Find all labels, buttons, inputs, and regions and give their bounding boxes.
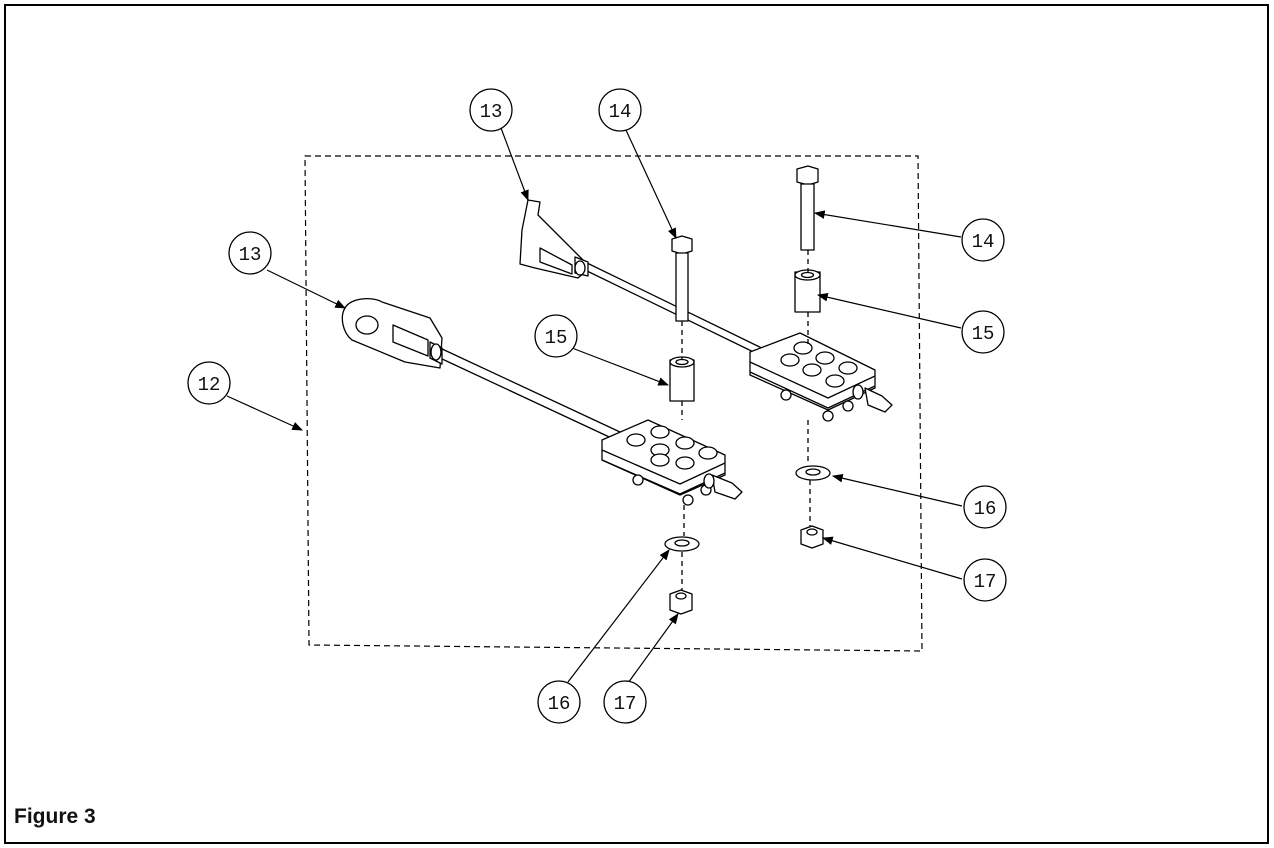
front-rod-assembly [342, 236, 742, 614]
svg-text:13: 13 [239, 244, 262, 266]
svg-text:17: 17 [614, 693, 637, 715]
front-eye-end [342, 299, 442, 368]
rear-clamp-block [750, 333, 892, 421]
svg-text:13: 13 [480, 101, 503, 123]
callout-17-bottom: 17 [604, 681, 646, 723]
callout-16-right: 16 [964, 486, 1006, 528]
callout-15-right: 15 [962, 311, 1004, 353]
front-spacer [670, 357, 694, 401]
figure-caption: Figure 3 [14, 805, 96, 829]
rear-clevis-end [520, 200, 588, 278]
front-washer [665, 537, 699, 551]
callout-13-left: 13 [229, 232, 271, 274]
callout-14-right: 14 [962, 219, 1004, 261]
front-rod [440, 348, 620, 442]
svg-text:16: 16 [974, 498, 997, 520]
rear-nut [801, 526, 823, 548]
rear-spacer [795, 270, 820, 312]
front-clamp-block [602, 420, 742, 505]
callout-15-left: 15 [535, 315, 577, 357]
svg-text:15: 15 [545, 327, 568, 349]
rear-bolt [797, 166, 818, 250]
svg-text:14: 14 [609, 101, 632, 123]
callout-12: 12 [188, 362, 230, 404]
callout-13-top: 13 [470, 89, 512, 131]
svg-text:14: 14 [972, 231, 995, 253]
callout-14-top: 14 [599, 89, 641, 131]
svg-text:16: 16 [548, 693, 571, 715]
rear-washer [796, 466, 830, 480]
callout-17-right: 17 [964, 559, 1006, 601]
callout-16-bottom: 16 [538, 681, 580, 723]
svg-text:12: 12 [198, 374, 221, 396]
svg-text:15: 15 [972, 323, 995, 345]
front-nut [670, 590, 692, 614]
svg-text:17: 17 [974, 571, 997, 593]
